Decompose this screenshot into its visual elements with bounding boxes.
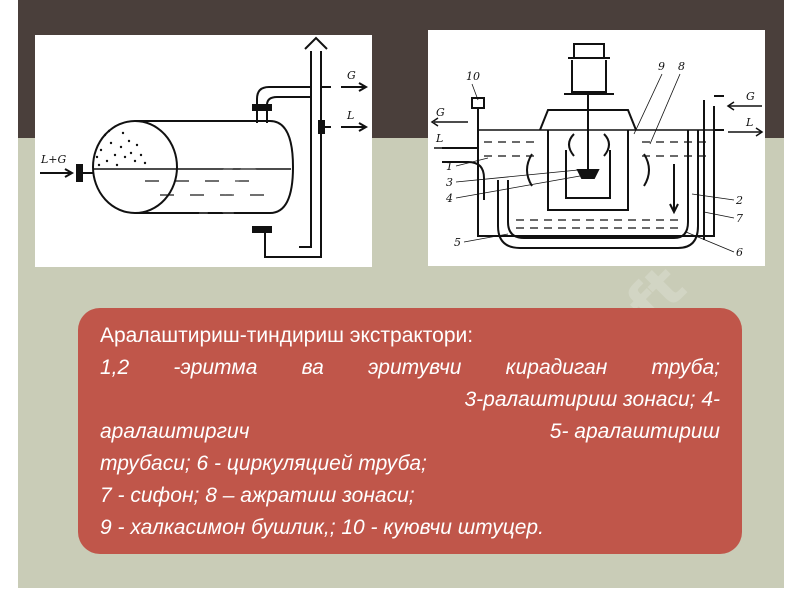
caption-line-3-left: аралаштиргич [100, 420, 250, 443]
label-8: 8 [678, 60, 685, 73]
horizontal-separator-diagram: L+G G L [35, 35, 372, 267]
inlet-label: L+G [40, 153, 67, 166]
slide-border-right [784, 0, 800, 600]
caption-title: Аралаштириш-тиндириш экстрактори: [100, 324, 474, 347]
caption-line-3: аралаштиргич 5- аралаштириш [100, 416, 720, 448]
label-2: 2 [735, 194, 743, 207]
caption-box: Аралаштириш-тиндириш экстрактори: 1,2 -э… [78, 308, 742, 554]
label-4: 4 [445, 192, 453, 205]
label-5: 5 [454, 236, 461, 249]
caption-line-2: 3-ралаштириш зонаси; 4- [464, 388, 720, 411]
label-6: 6 [736, 246, 743, 259]
label-1: 1 [446, 160, 453, 173]
slide-border-bottom [0, 588, 800, 600]
label-9: 9 [658, 60, 665, 73]
caption-line-5: 7 - сифон; 8 – ажратиш зонаси; [100, 484, 415, 507]
label-3: 3 [446, 176, 453, 189]
label-g-right: G [746, 90, 755, 103]
caption-line-1: 1,2 -эритма ва эритувчи киради­ган труба… [100, 356, 720, 379]
label-g-left: G [436, 106, 445, 119]
caption-line-4: трубаси; 6 - циркуляцией труба; [100, 452, 427, 475]
label-l-right: L [745, 116, 753, 129]
caption-line-6: 9 - халкасимон бушлик,; 10 - куювчи штуц… [100, 516, 544, 539]
liquid-outlet-label: L [346, 109, 354, 122]
gas-outlet-label: G [347, 69, 356, 82]
slide-border-left [0, 0, 18, 600]
caption-line-3-right: 5- аралаштириш [549, 420, 720, 443]
label-7: 7 [736, 212, 743, 225]
label-l-left: L [435, 132, 443, 145]
mixer-settler-extractor-diagram: G L G L 1 2 3 4 5 6 7 8 9 10 [428, 30, 765, 266]
label-10: 10 [466, 70, 480, 83]
